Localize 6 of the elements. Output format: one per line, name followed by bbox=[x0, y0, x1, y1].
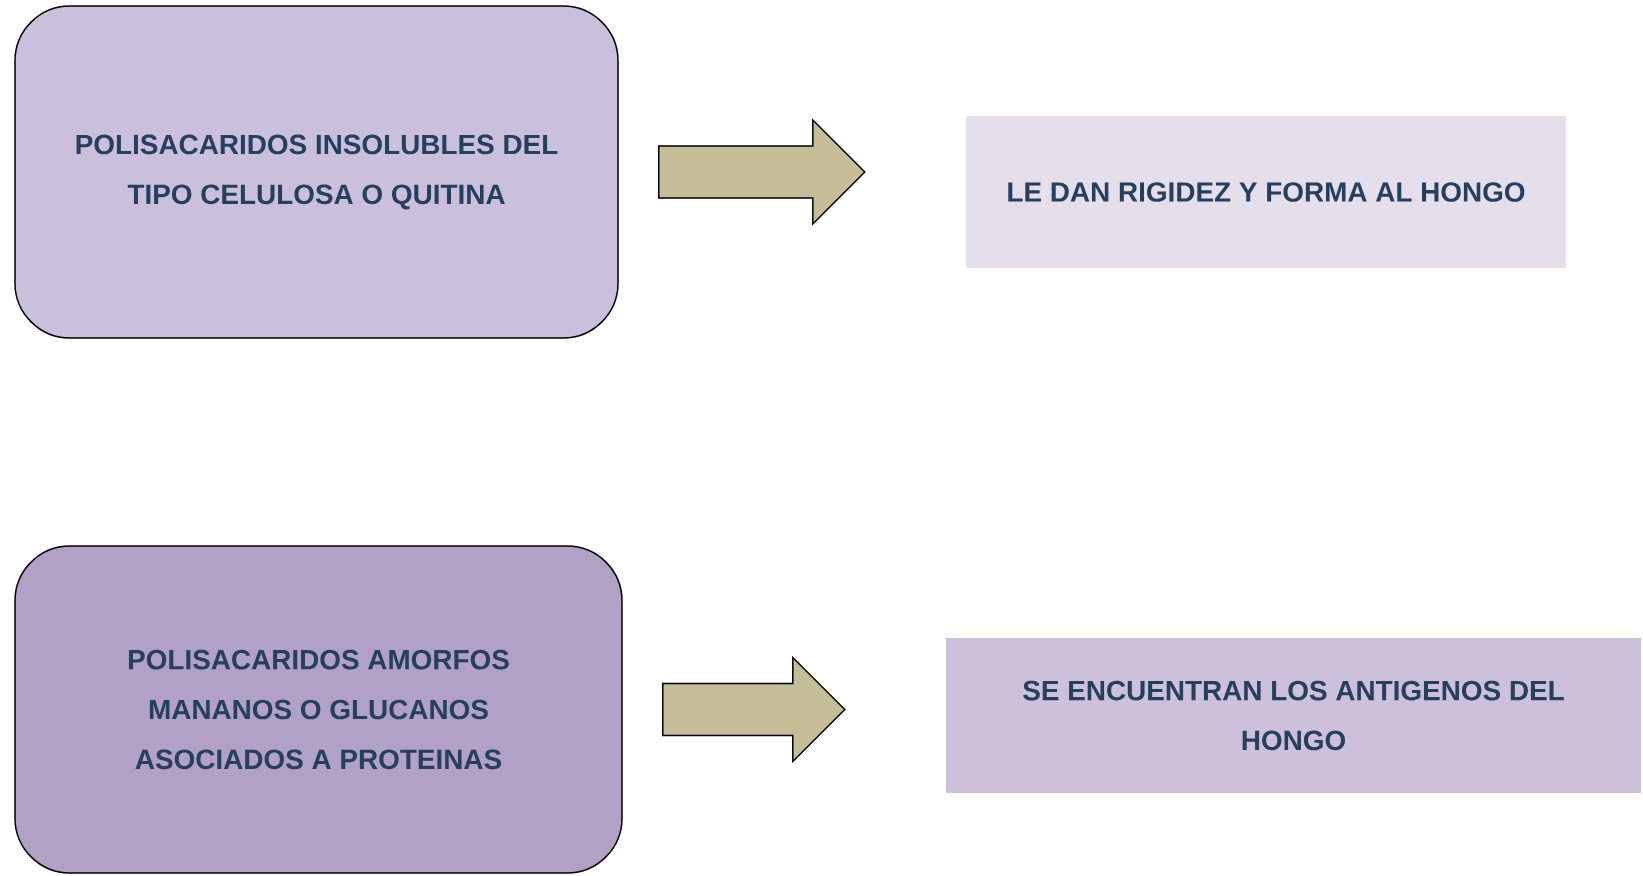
text-box: LE DAN RIGIDEZ Y FORMA AL HONGO bbox=[966, 116, 1566, 268]
block-arrow bbox=[662, 655, 846, 764]
rounded-box: POLISACARIDOS INSOLUBLES DEL TIPO CELULOSA O QUITINA bbox=[14, 5, 619, 339]
text-box: SE ENCUENTRAN LOS ANTIGENOS DEL HONGO bbox=[946, 638, 1642, 793]
rounded-box: POLISACARIDOS AMORFOS MANANOS O GLUCANOS ASOCIADOS A PROTEINAS bbox=[14, 545, 623, 874]
block-arrow bbox=[658, 118, 866, 226]
